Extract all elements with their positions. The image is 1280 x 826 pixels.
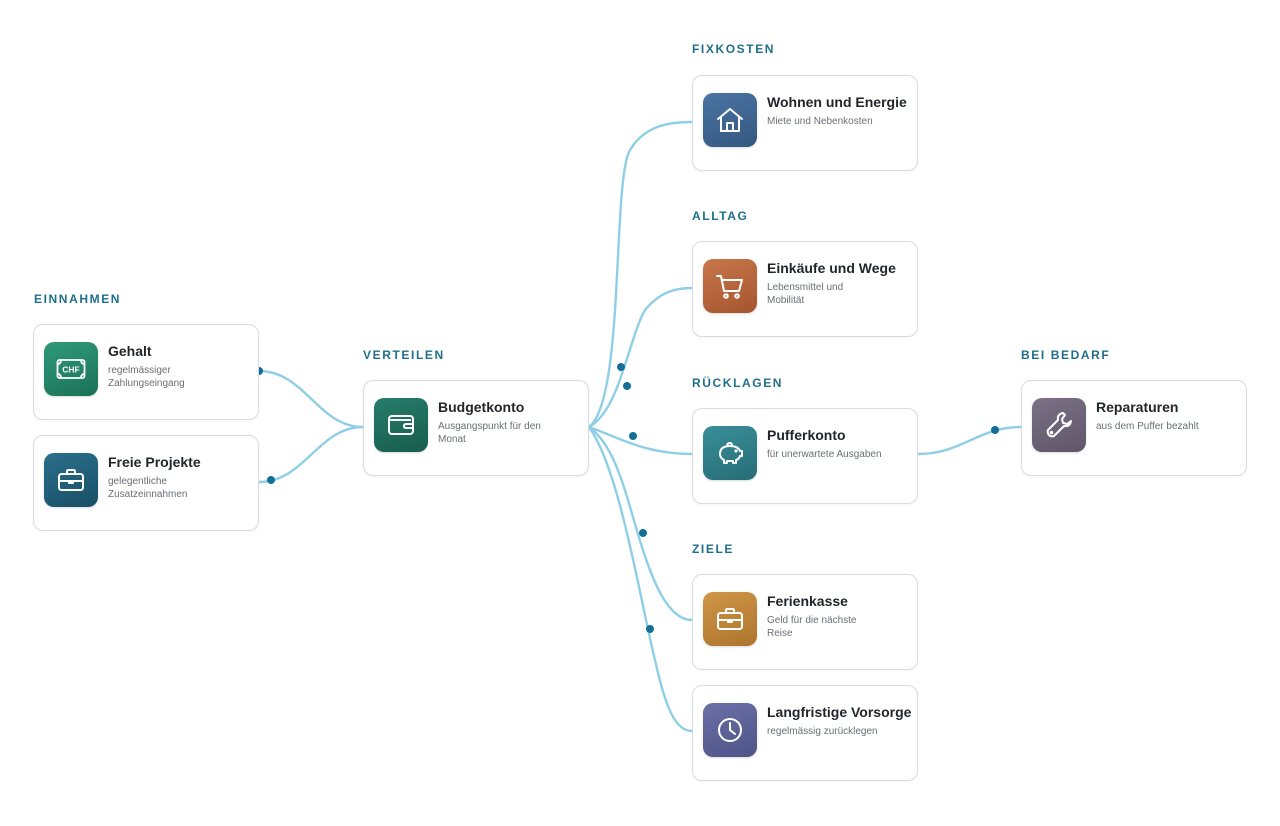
node-subtitle: Ausgangspunkt für den Monat (438, 421, 541, 445)
node-gehalt[interactable]: CHF Gehalt regelmässiger Zahlungseingang (33, 324, 259, 420)
wrench-icon (1032, 398, 1086, 452)
node-budgetkonto[interactable]: Budgetkonto Ausgangspunkt für den Monat (363, 380, 589, 476)
node-reparaturen[interactable]: Reparaturen aus dem Puffer bezahlt (1021, 380, 1247, 476)
node-title: Gehalt (108, 343, 152, 359)
piggy-bank-icon (703, 426, 757, 480)
clock-icon (703, 703, 757, 757)
shopping-cart-icon (703, 259, 757, 313)
node-subtitle: gelegentliche Zusatzeinnahmen (108, 476, 188, 500)
wallet-icon (374, 398, 428, 452)
home-icon (703, 93, 757, 147)
node-subtitle: regelmässig zurücklegen (767, 726, 878, 737)
node-title: Freie Projekte (108, 454, 201, 470)
section-label-verteilen: VERTEILEN (363, 348, 445, 362)
link-dot (267, 476, 275, 484)
node-title: Pufferkonto (767, 427, 846, 443)
link-freie-projekte-budgetkonto (257, 425, 365, 484)
node-subtitle: aus dem Puffer bezahlt (1096, 421, 1199, 432)
cash-chf-icon: CHF (44, 342, 98, 396)
briefcase-icon (44, 453, 98, 507)
link-dot (617, 363, 625, 371)
node-pufferkonto[interactable]: Pufferkonto für unerwartete Ausgaben (692, 408, 918, 504)
node-title: Wohnen und Energie (767, 94, 907, 110)
link-budgetkonto-einkaeufe (587, 286, 694, 429)
link-budgetkonto-pufferkonto (587, 425, 694, 456)
section-label-ruecklagen: RÜCKLAGEN (692, 376, 784, 390)
section-label-bei-bedarf: BEI BEDARF (1021, 348, 1111, 362)
node-subtitle: regelmässiger Zahlungseingang (108, 365, 185, 389)
link-dot (623, 382, 631, 390)
link-dot (646, 625, 654, 633)
section-label-alltag: ALLTAG (692, 209, 749, 223)
link-budgetkonto-ferienkasse (587, 425, 694, 622)
node-wohnen[interactable]: Wohnen und Energie Miete und Nebenkosten (692, 75, 918, 171)
node-title: Reparaturen (1096, 399, 1179, 415)
link-dot (991, 426, 999, 434)
node-freie-projekte[interactable]: Freie Projekte gelegentliche Zusatzeinna… (33, 435, 259, 531)
node-vorsorge[interactable]: Langfristige Vorsorge regelmässig zurück… (692, 685, 918, 781)
section-label-ziele: ZIELE (692, 542, 735, 556)
node-ferienkasse[interactable]: Ferienkasse Geld für die nächste Reise (692, 574, 918, 670)
link-dot (629, 432, 637, 440)
node-einkaeufe[interactable]: Einkäufe und Wege Lebensmittel und Mobil… (692, 241, 918, 337)
node-subtitle: Miete und Nebenkosten (767, 116, 873, 127)
section-label-einnahmen: EINNAHMEN (34, 292, 122, 306)
link-pufferkonto-reparaturen (916, 425, 1023, 456)
node-title: Einkäufe und Wege (767, 260, 896, 276)
link-dot (639, 529, 647, 537)
section-label-fixkosten: FIXKOSTEN (692, 42, 776, 56)
link-gehalt-budgetkonto (257, 369, 365, 429)
node-title: Budgetkonto (438, 399, 525, 415)
node-title: Langfristige Vorsorge (767, 704, 912, 720)
node-title: Ferienkasse (767, 593, 848, 609)
link-budgetkonto-vorsorge (587, 425, 694, 733)
suitcase-icon (703, 592, 757, 646)
node-subtitle: für unerwartete Ausgaben (767, 449, 882, 460)
node-subtitle: Lebensmittel und Mobilität (767, 282, 844, 306)
link-budgetkonto-wohnen (587, 120, 694, 429)
node-subtitle: Geld für die nächste Reise (767, 615, 857, 639)
svg-text:CHF: CHF (62, 365, 79, 375)
